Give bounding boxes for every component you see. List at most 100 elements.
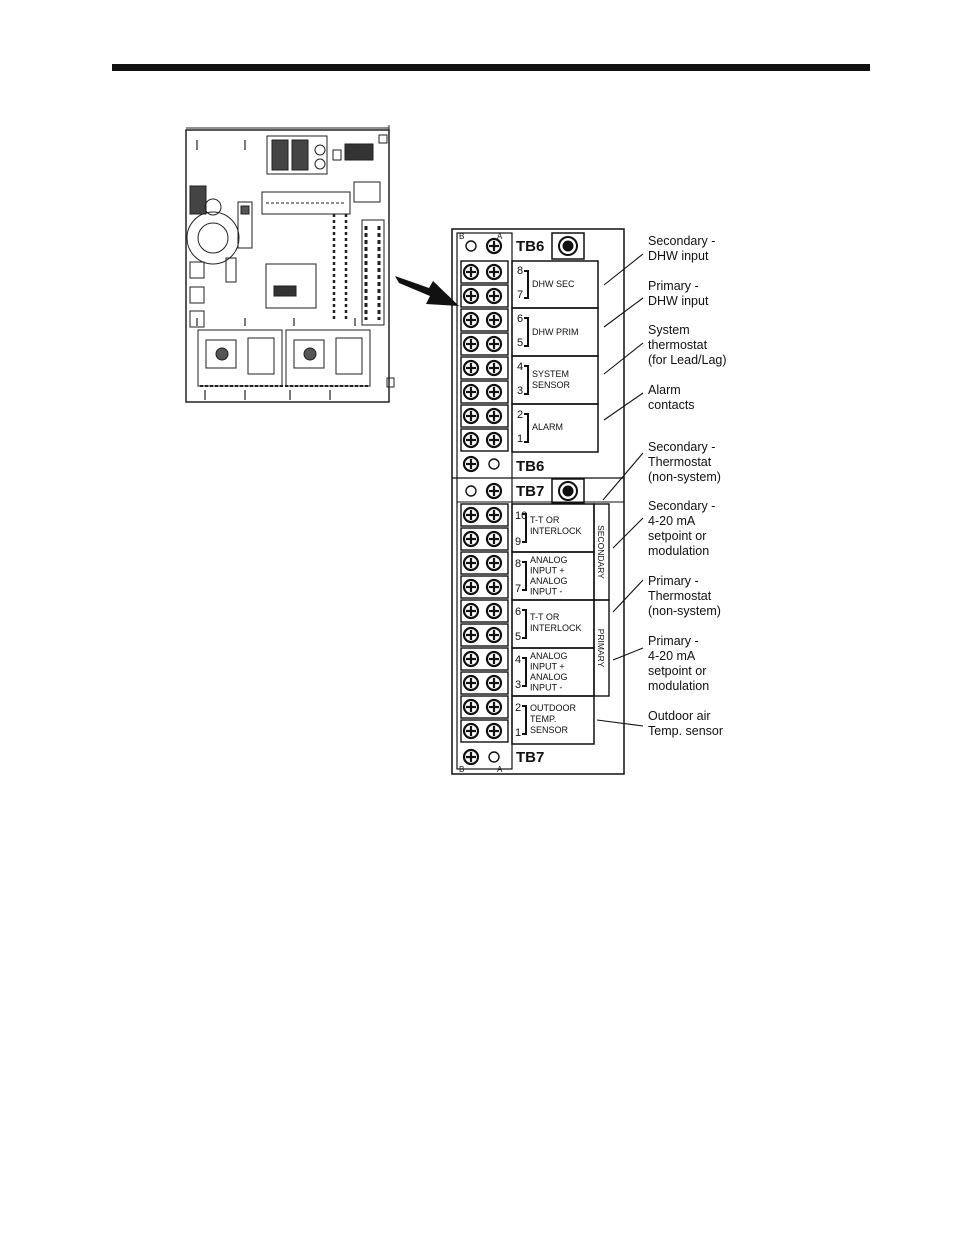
tb7-top-hole-b bbox=[465, 485, 477, 497]
tb6-terminal-5-screw-a bbox=[485, 335, 503, 353]
tb7-terminal-3 bbox=[460, 671, 509, 695]
tb6-group-label: ALARM bbox=[532, 422, 563, 432]
pointer-arrow bbox=[395, 276, 459, 306]
secondary-side-label: SECONDARY bbox=[596, 525, 606, 579]
tb6-terminal-1 bbox=[460, 428, 509, 452]
callout-text: Primary - bbox=[648, 279, 699, 293]
tb7-terminal-6-screw-a bbox=[485, 602, 503, 620]
tb7-terminal-9 bbox=[460, 527, 509, 551]
callout-text: (non-system) bbox=[648, 470, 721, 484]
tb6-terminal-1-screw-b bbox=[462, 431, 480, 449]
tb7-terminal-2-screw-b bbox=[462, 698, 480, 716]
primary-side-label: PRIMARY bbox=[596, 629, 606, 668]
callout-leader-line bbox=[612, 579, 644, 613]
callout-text: Secondary - bbox=[648, 440, 715, 454]
tb6-top-screw-a bbox=[485, 237, 503, 255]
tb7-title-bottom: TB7 bbox=[516, 749, 544, 766]
tb7-group-label: ANALOG bbox=[530, 672, 568, 682]
tb6-terminal-6 bbox=[460, 308, 509, 332]
tb7-terminal-7-screw-b bbox=[462, 578, 480, 596]
callout-text: Primary - bbox=[648, 574, 699, 588]
tb7-terminal-number: 2 bbox=[515, 702, 521, 714]
tb6-terminal-6-screw-a bbox=[485, 311, 503, 329]
tb7-group-label: INPUT + bbox=[530, 662, 565, 672]
tb7-terminal-10 bbox=[460, 503, 509, 527]
header-rule bbox=[112, 64, 870, 71]
tb6-terminal-1-screw-a bbox=[485, 431, 503, 449]
callout: Secondary -DHW input bbox=[603, 234, 715, 286]
tb7-terminal-number: 5 bbox=[515, 631, 521, 643]
callout-leader-line bbox=[602, 452, 644, 501]
tb7-terminal-9-screw-b bbox=[462, 530, 480, 548]
callout-text: DHW input bbox=[648, 249, 709, 263]
tb7-terminal-number: 1 bbox=[515, 727, 521, 739]
tb7-terminal-5-screw-b bbox=[462, 626, 480, 644]
tb6-terminal-number: 3 bbox=[517, 385, 523, 397]
tb7-terminal-4 bbox=[460, 647, 509, 671]
callout-leader-line bbox=[612, 647, 644, 661]
callout-text: contacts bbox=[648, 398, 695, 412]
tb6-terminal-number: 8 bbox=[517, 265, 523, 277]
tb6-terminal-3-screw-b bbox=[462, 383, 480, 401]
tb7-group-label: ANALOG bbox=[530, 651, 568, 661]
tb7-terminal-number: 6 bbox=[515, 606, 521, 618]
tb6-terminal-number: 2 bbox=[517, 409, 523, 421]
tb6-terminal-6-screw-b bbox=[462, 311, 480, 329]
tb7-terminal-3-screw-a bbox=[485, 674, 503, 692]
tb7-group-label: T-T OR bbox=[530, 612, 560, 622]
tb7-terminal-6 bbox=[460, 599, 509, 623]
tb7-col-a: A bbox=[497, 765, 503, 774]
tb6-title-top: TB6 bbox=[516, 238, 544, 255]
tb6-terminal-8 bbox=[460, 260, 509, 284]
callout-leader-line bbox=[596, 719, 644, 727]
tb6-terminal-7-screw-b bbox=[462, 287, 480, 305]
tb7-terminal-5 bbox=[460, 623, 509, 647]
tb7-group-label: INPUT - bbox=[530, 587, 562, 597]
tb7-terminal-1-screw-a bbox=[485, 722, 503, 740]
tb7-col-b: B bbox=[459, 765, 464, 774]
tb7-top-screw-a bbox=[485, 482, 503, 500]
tb7-terminal-number: 8 bbox=[515, 558, 521, 570]
callout-text: Thermostat bbox=[648, 589, 712, 603]
tb6-terminal-number: 4 bbox=[517, 361, 523, 373]
tb7-terminal-8-screw-b bbox=[462, 554, 480, 572]
callout-text: DHW input bbox=[648, 294, 709, 308]
tb7-bottom-screw-b bbox=[462, 748, 480, 766]
tb6-terminal-3-screw-a bbox=[485, 383, 503, 401]
tb7-terminal-4-screw-b bbox=[462, 650, 480, 668]
tb7-terminal-10-screw-b bbox=[462, 506, 480, 524]
tb6-terminal-4-screw-b bbox=[462, 359, 480, 377]
tb7-group-label: T-T OR bbox=[530, 515, 560, 525]
tb7-terminal-number: 4 bbox=[515, 654, 521, 666]
tb6-terminal-number: 1 bbox=[517, 433, 523, 445]
tb7-group-label: INTERLOCK bbox=[530, 623, 582, 633]
tb7-terminal-number: 7 bbox=[515, 583, 521, 595]
tb6-terminal-7-screw-a bbox=[485, 287, 503, 305]
callout: Secondary -Thermostat(non-system) bbox=[602, 440, 721, 501]
tb6-group-label: SENSOR bbox=[532, 380, 571, 390]
callout: Primary -DHW input bbox=[603, 279, 709, 328]
tb7-bottom-hole-a bbox=[488, 751, 500, 763]
callout-text: thermostat bbox=[648, 338, 708, 352]
tb7-terminal-6-screw-b bbox=[462, 602, 480, 620]
tb6-terminal-4-screw-a bbox=[485, 359, 503, 377]
callout-text: (for Lead/Lag) bbox=[648, 353, 727, 367]
tb7-terminal-1 bbox=[460, 719, 509, 743]
callout-text: 4-20 mA bbox=[648, 649, 696, 663]
callout-leader-line bbox=[603, 392, 644, 421]
tb6-group-box: DHW PRIM bbox=[511, 307, 599, 357]
callout-leader-line bbox=[603, 342, 644, 375]
tb6-terminal-5 bbox=[460, 332, 509, 356]
callout-text: modulation bbox=[648, 544, 709, 558]
tb7-terminal-4-screw-a bbox=[485, 650, 503, 668]
callout-text: 4-20 mA bbox=[648, 514, 696, 528]
tb6-terminal-2 bbox=[460, 404, 509, 428]
